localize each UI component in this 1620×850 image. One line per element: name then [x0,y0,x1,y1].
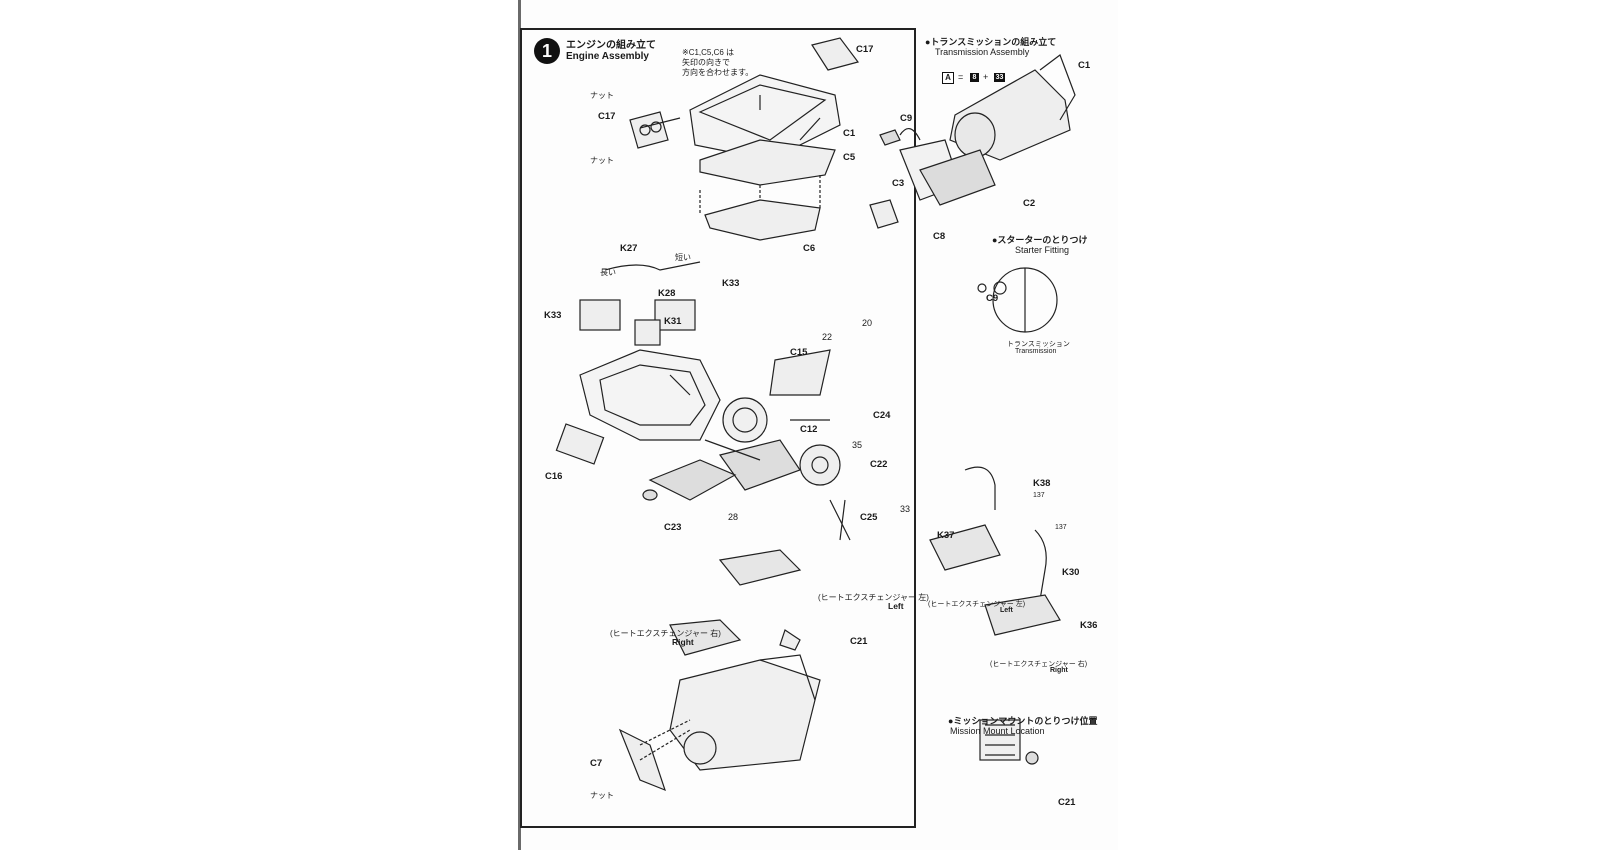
heat-exchanger-left-en: Left [888,601,904,611]
part-label-c25: C25 [860,512,878,523]
note-line-1: ※C1,C5,C6 は [682,48,735,57]
heat-exchanger-right-en: Right [672,637,694,647]
nut-label: ナット [590,91,614,100]
part-label-k36: K36 [1080,620,1098,631]
part-label-k30: K30 [1062,567,1080,578]
part-label-c16: C16 [545,471,563,482]
part-label-k37: K37 [937,530,955,541]
part-number-35: 35 [852,440,863,450]
heat-exchanger-right-en: Right [1050,667,1068,674]
part-label-c2: C2 [1023,198,1036,209]
formula-plus: + [983,72,989,82]
formula-box-a: A [942,72,954,84]
part-label-c22: C22 [870,459,888,470]
part-label-c1: C1 [1078,60,1091,71]
part-number-137: 137 [1033,492,1045,499]
heat-exchanger-right-jp: (ヒートエクスチェンジャー 右) [610,629,721,638]
note-line-2: 矢印の向きで [682,58,730,67]
part-label-c7: C7 [590,758,603,769]
part-label-k33: K33 [544,310,562,321]
engine-assembly-frame [520,28,916,828]
nut-label: ナット [590,791,614,800]
part-label-c8: C8 [933,231,946,242]
part-label-c21: C21 [1058,797,1076,808]
part-label-k31: K31 [664,316,682,327]
part-number-22: 22 [822,332,833,342]
mount-title-en: Mission Mount Location [950,726,1045,736]
heat-exchanger-left-jp: (ヒートエクスチェンジャー 左) [928,601,1026,608]
note-line-3: 方向を合わせます。 [682,68,754,77]
transmission-title-en: Transmission Assembly [935,47,1030,57]
part-label-c12: C12 [800,424,818,435]
part-label-c9: C9 [900,113,913,124]
heat-exchanger-left-en: Left [1000,607,1013,614]
part-label-c3: C3 [892,178,905,189]
starter-title-en: Starter Fitting [1015,245,1070,255]
part-label-c17: C17 [598,111,616,122]
formula-equals: = [958,72,964,82]
part-label-k27: K27 [620,243,638,254]
part-label-k38: K38 [1033,478,1051,489]
heat-exchanger-right-jp: (ヒートエクスチェンジャー 右) [990,661,1088,668]
transmission-label-en: Transmission [1015,348,1057,355]
part-label-c5: C5 [843,152,856,163]
part-label-c23: C23 [664,522,682,533]
part-label-k33: K33 [722,278,740,289]
transmission-title-jp: ●トランスミッションの組み立て [925,37,1057,47]
part-label-c6: C6 [803,243,816,254]
formula-color-33: 33 [994,73,1005,82]
step-title-en: Engine Assembly [566,51,649,62]
part-label-c9: C9 [986,293,999,304]
part-label-c24: C24 [873,410,891,421]
mount-title-jp: ●ミッションマウントのとりつけ位置 [948,716,1098,726]
starter-title-jp: ●スターターのとりつけ [992,235,1088,245]
part-label-c15: C15 [790,347,808,358]
part-number-28: 28 [728,512,739,522]
page-edge [518,0,521,850]
part-number-137: 137 [1055,524,1067,531]
part-number-20: 20 [862,318,873,328]
step-number-badge: 1 [534,38,560,64]
part-label-c1: C1 [843,128,856,139]
part-number-33: 33 [900,504,911,514]
part-label-c21: C21 [850,636,868,647]
short-label: 短い [675,253,691,262]
nut-label: ナット [590,156,614,165]
formula-color-8: 8 [970,73,979,82]
transmission-label-jp: トランスミッション [1007,341,1070,348]
part-label-c17: C17 [856,44,874,55]
part-label-k28: K28 [658,288,676,299]
long-label: 長い [600,268,616,277]
step-title-jp: エンジンの組み立て [566,40,656,51]
heat-exchanger-left-jp: (ヒートエクスチェンジャー 左) [818,593,929,602]
